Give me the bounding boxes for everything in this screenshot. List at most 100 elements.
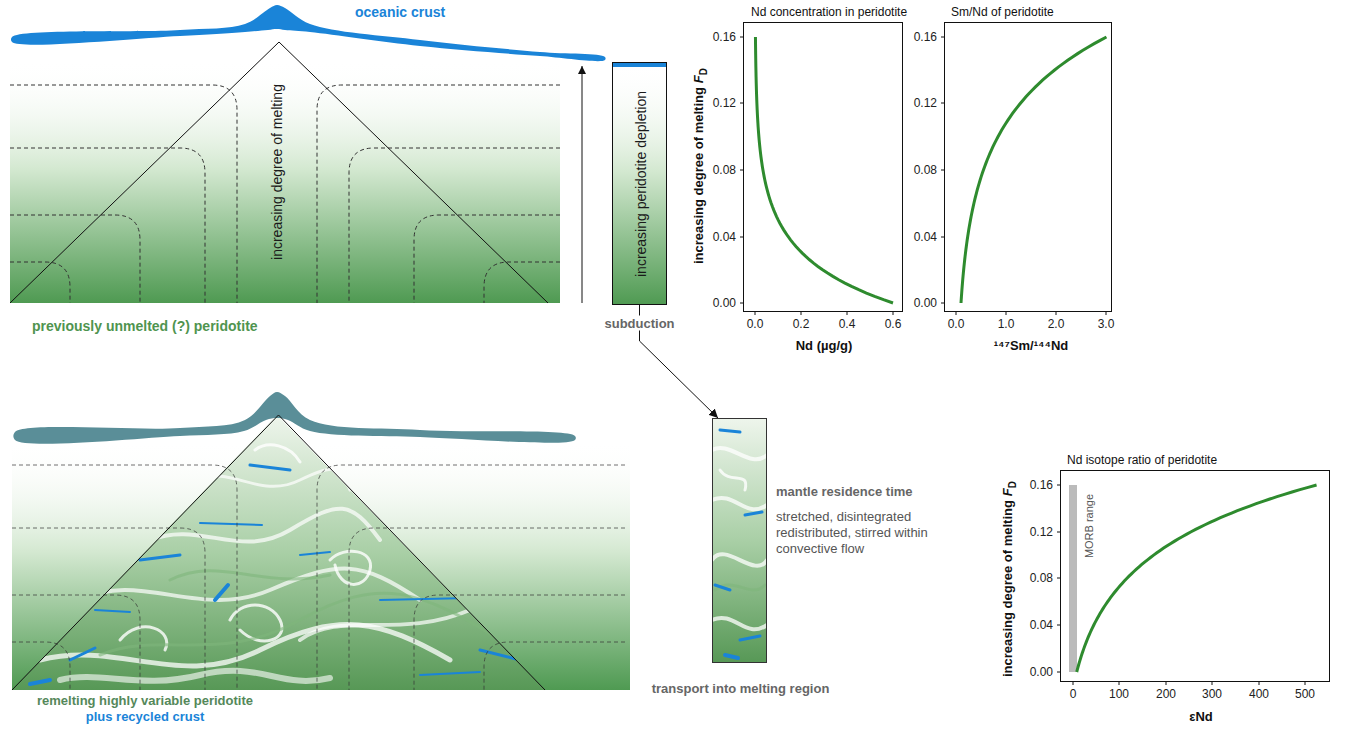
depth-gradient [10, 60, 560, 303]
tick-label: 0.08 [1030, 571, 1053, 585]
tick-label: 0.04 [914, 230, 937, 244]
flow-streamlines [12, 465, 625, 690]
axis-ticks [1056, 312, 1057, 315]
node-text: F [691, 75, 706, 83]
chart-panel: Sm/Nd of peridotite¹⁴⁷Sm/¹⁴⁴Nd [944, 22, 1112, 312]
text-block: increasing degree of meltingFD [1000, 481, 1018, 677]
text-block: remelting highly variable peridotite [37, 693, 253, 708]
node-text: D [1007, 481, 1018, 488]
axis-ticks [1006, 312, 1007, 315]
tick-label: 0 [1070, 687, 1077, 701]
flow-streamlines [317, 85, 560, 303]
text-block: stretched, disintegrated redistributed, … [776, 509, 941, 557]
axis-ticks [1073, 682, 1074, 685]
recycled-crust-band [13, 392, 576, 444]
node-text: ¹⁴⁷Sm/¹⁴⁴Nd [994, 338, 1068, 353]
node-text: stretched, disintegrated redistributed, … [776, 509, 928, 556]
marble-swirls [230, 605, 282, 641]
triangle-outline [10, 42, 548, 303]
axis-ticks [801, 312, 802, 315]
crust-label: oceanic crust [355, 4, 445, 20]
tick-label: 0.08 [713, 163, 736, 177]
axis-ticks [740, 37, 1305, 685]
node-text: previously unmelted (?) peridotite [32, 318, 258, 334]
text-block: Nd (µg/g) [796, 338, 853, 353]
node-text: εNd [1189, 709, 1213, 724]
tick-label: 0.4 [839, 317, 856, 331]
marble-swirls [712, 498, 767, 509]
text-block: ¹⁴⁷Sm/¹⁴⁴Nd [994, 338, 1068, 353]
axis-ticks [1305, 682, 1306, 685]
chart-panel: Nd isotope ratio of peridotiteincreasing… [1060, 470, 1330, 682]
axis-ticks [1119, 682, 1120, 685]
mantle-background [10, 60, 667, 690]
text-block: MORB range [1083, 494, 1095, 558]
melting-curve [961, 37, 1106, 303]
flow-streamlines [12, 528, 205, 690]
axis-ticks [1212, 682, 1213, 685]
marble-swirls [300, 602, 540, 660]
axis-ticks [893, 312, 894, 315]
marble-swirls [200, 523, 262, 525]
marble-swirls [740, 636, 760, 640]
depletion-column-fill [612, 62, 667, 305]
text-block: increasing degree of melting [269, 84, 285, 260]
text-block: previously unmelted (?) peridotite [32, 318, 258, 334]
marble-swirls [725, 655, 738, 658]
text-block: εNd [1189, 709, 1213, 724]
oceanic-crust-band [11, 5, 606, 61]
axis-ticks [847, 312, 848, 315]
flow-streamlines [12, 465, 237, 690]
flow-streamlines [349, 528, 625, 690]
tick-label: 0.12 [713, 96, 736, 110]
tick-label: 0.00 [914, 296, 937, 310]
marble-swirls [40, 625, 450, 666]
tick-label: 100 [1109, 687, 1129, 701]
tick-label: 0.12 [1030, 525, 1053, 539]
tick-label: 0.2 [793, 317, 810, 331]
marble-swirls [70, 648, 95, 660]
marble-swirls [720, 470, 746, 490]
flow-streamlines [10, 215, 140, 303]
tick-label: 300 [1202, 687, 1222, 701]
tick-label: 0.00 [1030, 665, 1053, 679]
tick-label: 0.04 [1030, 618, 1053, 632]
tick-label: 1.0 [998, 317, 1015, 331]
node-text: mantle residence time [776, 484, 913, 499]
node-text: increasing peridotite depletion [633, 91, 649, 277]
marble-swirls [215, 585, 228, 600]
tick-label: 0.00 [713, 296, 736, 310]
node-text: Nd concentration in peridotite [751, 5, 907, 19]
flow-streamlines [349, 148, 560, 303]
flow-streamlines [12, 595, 140, 690]
node-text: MORB range [1083, 494, 1095, 558]
node-text: Sm/Nd of peridotite [951, 5, 1054, 19]
text-block: transport into melting region [652, 681, 830, 696]
marble-swirls [712, 430, 767, 658]
node-text: D [698, 68, 709, 75]
node-text: increasing degree of melting [269, 84, 285, 260]
flow-streamlines [10, 85, 560, 303]
chart-panel: Nd concentration in peridotiteincreasing… [743, 22, 903, 312]
marble-column [712, 418, 767, 663]
tick-label: 0.16 [1030, 478, 1053, 492]
morb-range-bar [1069, 485, 1077, 672]
text-block: Sm/Nd of peridotite [951, 5, 1054, 19]
axis-ticks [1106, 312, 1107, 315]
depletion-arrow [582, 66, 583, 303]
text-block: increasing degree of meltingFD [691, 68, 709, 264]
node-text: remelting highly variable peridotite [37, 693, 253, 708]
flow-streamlines [10, 262, 70, 303]
marble-swirls [30, 445, 540, 684]
tick-label: 0.08 [914, 163, 937, 177]
tick-label: 0.6 [885, 317, 902, 331]
node-text: plus recycled crust [86, 709, 205, 724]
marble-swirls [95, 610, 130, 612]
marble-swirls [150, 509, 380, 542]
marble-swirls [712, 618, 767, 629]
melting-curve [755, 37, 893, 303]
node-text: Nd (µg/g) [796, 338, 853, 353]
triangle-outline [12, 415, 545, 690]
